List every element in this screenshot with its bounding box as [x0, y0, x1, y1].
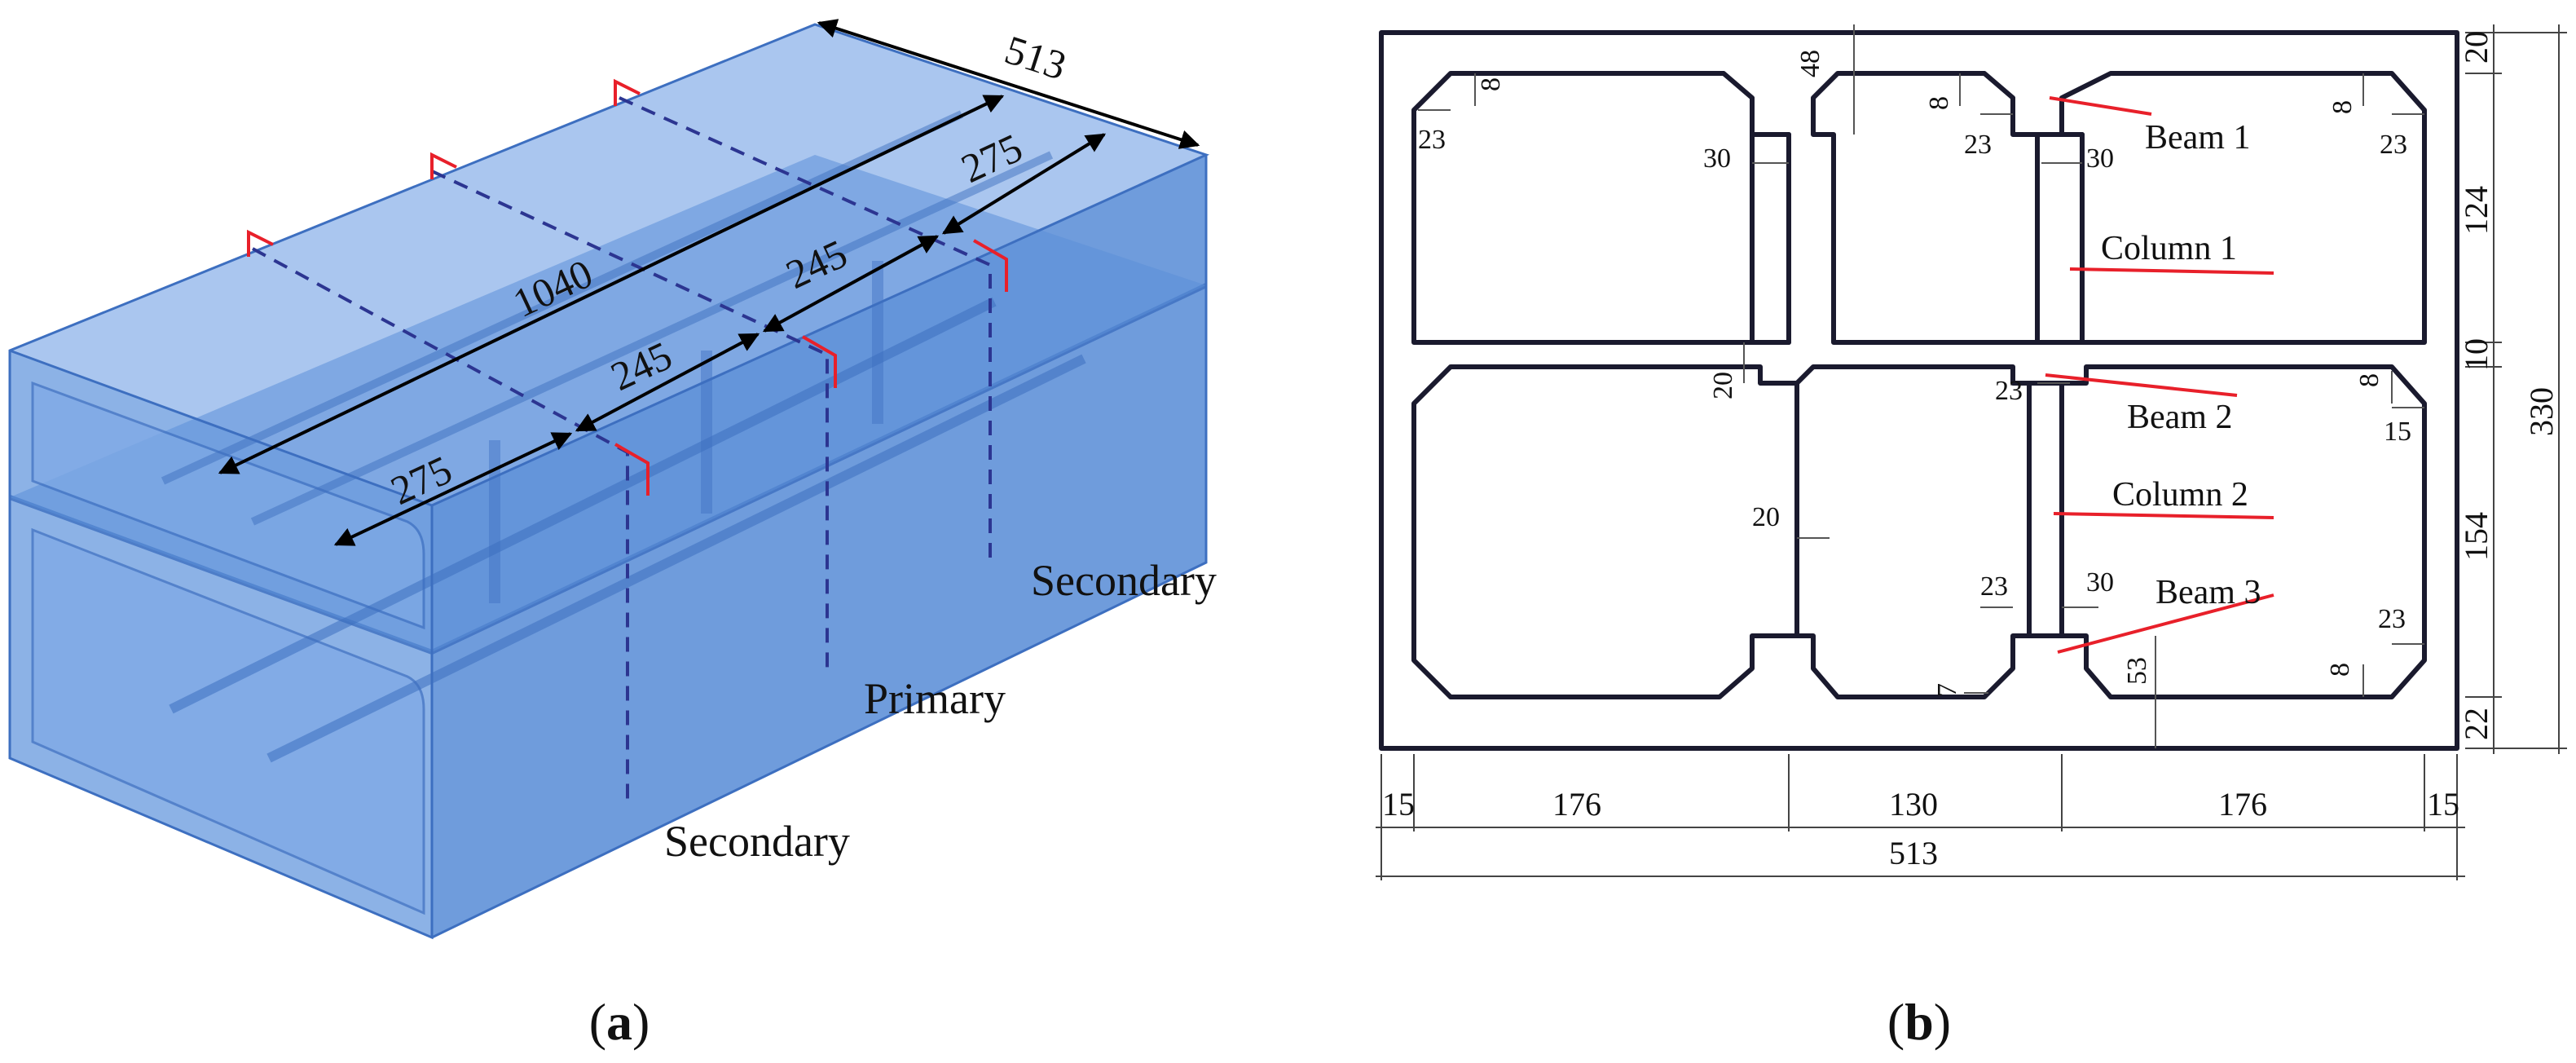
label-secondary-left: Secondary: [664, 817, 850, 866]
column-hint-1: [489, 440, 500, 603]
leader-column-1: [2069, 267, 2274, 275]
bottom-dim-chain: [1376, 754, 2465, 880]
dim-beam3-small: 7: [1932, 683, 1962, 697]
right-dim-124: 124: [2458, 186, 2495, 235]
cell-bottom-right: [2059, 364, 2427, 699]
dim-col1-left: 30: [1703, 143, 1731, 174]
dim-tr-chamfer: 23: [2380, 130, 2407, 160]
dim-length-arrow: [218, 95, 1005, 474]
dim-beam2-depth: 20: [1708, 372, 1738, 399]
dim-beam3-height: 53: [2122, 657, 2152, 685]
right-dim-chain: [2465, 24, 2567, 754]
label-column-2: Column 2: [2112, 476, 2248, 514]
leader-column-2: [2053, 512, 2274, 519]
dim-width-label: 513: [1000, 26, 1072, 88]
dim-beam3-width: 30: [2086, 567, 2114, 598]
bottom-dim-total: 513: [1889, 835, 1938, 871]
column-hint-3: [872, 261, 883, 424]
label-primary: Primary: [864, 674, 1006, 723]
right-dim-total: 330: [2523, 387, 2560, 436]
panel-b-cross-section: [1379, 30, 2459, 751]
label-beam-1: Beam 1: [2145, 119, 2250, 157]
member-leaders: [2045, 96, 2274, 654]
outer-frame: [1379, 30, 2459, 751]
dim-br-chamfer: 23: [2378, 604, 2406, 634]
cell-top-right: [2059, 71, 2427, 345]
right-dim-10: 10: [2458, 338, 2495, 371]
leader-beam-1: [2049, 96, 2152, 116]
label-beam-3: Beam 3: [2155, 574, 2261, 611]
dim-width-arrow: [817, 19, 1200, 149]
panel-a-3d-model: 513 1040 275 245 245 275 Secondary Prima…: [8, 19, 1217, 940]
dim-br-small: 8: [2354, 373, 2384, 387]
panel-a-caption: (a): [589, 993, 650, 1051]
column-1-left: [1750, 132, 1791, 345]
right-dim-20: 20: [2458, 31, 2495, 64]
detail-dim-lines: [1418, 24, 2424, 748]
dim-br-small-2: 8: [2325, 663, 2355, 677]
dim-seg2-arrow: [575, 333, 760, 432]
dim-col1-right: 30: [2086, 143, 2114, 174]
dim-beam1-chamfer: 23: [1964, 130, 1992, 160]
dim-tr-small: 8: [2327, 100, 2358, 114]
dim-beam1-small: 8: [1924, 96, 1954, 110]
dim-top-web: 48: [1795, 50, 1825, 77]
leader-beam-2: [2045, 373, 2238, 397]
label-column-1: Column 1: [2101, 230, 2237, 267]
dim-br-top: 15: [2384, 417, 2411, 447]
panel-b-caption: (b): [1887, 993, 1951, 1051]
dim-tl-chamfer: 23: [1418, 125, 1446, 155]
bottom-dim-15-right: 15: [2427, 786, 2459, 823]
dim-seg1-arrow: [333, 432, 573, 546]
cell-bottom-left: [1411, 364, 1799, 699]
dim-tl-small: 8: [1476, 77, 1506, 91]
bottom-dim-176-right: 176: [2218, 786, 2267, 823]
dim-col2-width: 20: [1752, 502, 1780, 532]
column-2: [2027, 381, 2064, 638]
right-dim-154: 154: [2458, 512, 2495, 561]
section-plane-primary: [431, 170, 829, 677]
cell-top-left: [1411, 71, 1791, 345]
leader-beam-3: [2057, 593, 2274, 654]
dim-seg4-arrow: [941, 133, 1107, 235]
box-front-cell-bottom: [31, 527, 425, 915]
right-dim-22: 22: [2458, 708, 2495, 740]
bottom-dim-130: 130: [1889, 786, 1938, 823]
column-1-right: [2035, 132, 2085, 345]
dim-seg3-arrow: [762, 235, 940, 333]
bottom-dim-176-left: 176: [1552, 786, 1601, 823]
label-secondary-right: Secondary: [1031, 556, 1217, 605]
dim-beam3-left: 23: [1980, 571, 2008, 602]
bottom-dim-15-left: 15: [1382, 786, 1415, 823]
label-beam-2: Beam 2: [2127, 399, 2232, 436]
dim-beam2-chamfer: 23: [1995, 376, 2023, 406]
column-hint-2: [701, 351, 712, 514]
box-edge-right: [431, 155, 1208, 939]
cell-bottom-middle: [1794, 364, 2032, 699]
